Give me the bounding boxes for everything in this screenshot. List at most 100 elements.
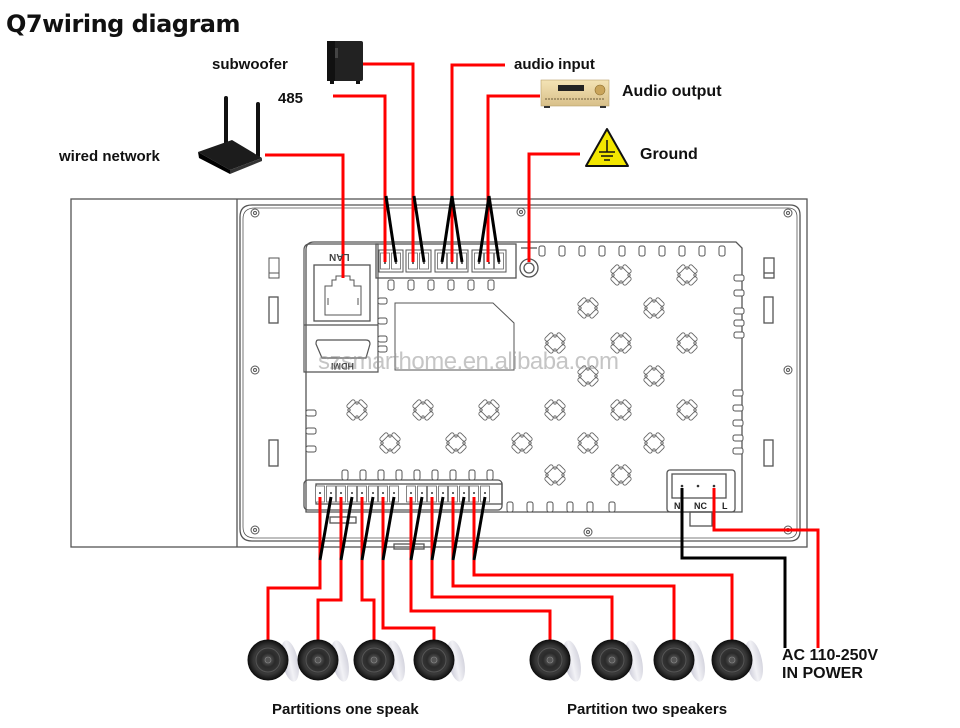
edge-tab (733, 331, 745, 339)
terminal-pin-dot (361, 492, 363, 494)
vent-slot (577, 297, 587, 307)
edge-tab (598, 245, 606, 257)
terminal-pin-dot (410, 492, 412, 494)
terminal-pin-dot (395, 262, 397, 264)
vent-dot (611, 473, 615, 477)
vent-slot (523, 432, 533, 442)
vent-dot (396, 441, 400, 445)
terminal-pin-dot (461, 262, 463, 264)
speaker-wire-positive (316, 497, 343, 640)
vent-slot (589, 365, 599, 375)
vent-slot (643, 377, 653, 387)
vent-slot (622, 411, 632, 421)
edge-tab (468, 469, 476, 481)
edge-tab (377, 297, 388, 305)
terminal-pin-dot (330, 492, 332, 494)
speaker-partition-one (297, 639, 349, 682)
speaker-wire-positive (451, 497, 676, 640)
speaker-wire-positive (266, 497, 322, 640)
vent-dot (652, 448, 656, 452)
vent-slot (610, 411, 620, 421)
vent-slot (544, 332, 554, 342)
terminal-pin-dot (452, 492, 454, 494)
speaker-partition-one (247, 639, 299, 682)
vent-slot (655, 365, 665, 375)
vent-slot (655, 309, 665, 319)
vent (544, 464, 566, 486)
label-subwoofer: subwoofer (212, 56, 288, 73)
vent-dot (652, 367, 656, 371)
vent-dot (487, 415, 491, 419)
power-pin-dot (696, 484, 700, 488)
terminal-pin-dot (423, 262, 425, 264)
vent-slot (379, 444, 389, 454)
speaker-partition-one (413, 639, 465, 682)
vent (676, 264, 698, 286)
terminal-pin-dot (384, 262, 386, 264)
vent-slot (457, 432, 467, 442)
vent-dot (652, 381, 656, 385)
edge-tab (733, 319, 745, 327)
vent-dot (685, 266, 689, 270)
vent-dot (586, 299, 590, 303)
edge-tab (449, 469, 457, 481)
edge-tab (558, 245, 566, 257)
vent-dot (520, 434, 524, 438)
label-partition-two: Partition two speakers (567, 701, 728, 718)
speaker-wire-negative (339, 496, 354, 561)
edge-tab (467, 279, 475, 291)
vent-slot (457, 444, 467, 454)
wire-power-n (680, 488, 787, 648)
vent-slot (478, 399, 488, 409)
edge-tab (487, 279, 495, 291)
vent-slot (544, 344, 554, 354)
speakers (247, 639, 763, 682)
terminal-pin-dot (372, 492, 374, 494)
vent-slot (412, 411, 422, 421)
ground-warning-icon (585, 128, 629, 167)
terminal-pin-dot (319, 492, 321, 494)
vent-dot (545, 473, 549, 477)
vent-dot (660, 306, 664, 310)
vent-dot (611, 408, 615, 412)
terminal-pins (315, 249, 716, 503)
vent-slot (556, 464, 566, 474)
vent-dot (660, 374, 664, 378)
vent-dot (619, 334, 623, 338)
speaker-dome (728, 656, 736, 664)
vent (643, 432, 665, 454)
vent-dot (421, 401, 425, 405)
speaker-wire-positive (472, 497, 734, 640)
speaker-cone (361, 647, 387, 673)
terminal-pin-dot (473, 492, 475, 494)
edge-tab (608, 501, 616, 513)
router-icon (198, 96, 262, 174)
vent (346, 399, 368, 421)
speaker-partition-one (353, 639, 405, 682)
vent-slot (610, 264, 620, 274)
vent-dot (561, 341, 565, 345)
edge-tab (566, 501, 574, 513)
vent-dot (578, 441, 582, 445)
vent (610, 464, 632, 486)
speaker-cone (255, 647, 281, 673)
edge-tab (538, 245, 546, 257)
edge-tab (359, 469, 367, 481)
vent-dot (520, 448, 524, 452)
vent-slot (622, 276, 632, 286)
speaker-cone (599, 647, 625, 673)
speaker-wire-negative (451, 496, 466, 561)
vent-slot (643, 432, 653, 442)
vent-slot (688, 344, 698, 354)
vent-slot (610, 344, 620, 354)
vent-slot (523, 444, 533, 454)
edge-tab (618, 245, 626, 257)
vent-dot (594, 441, 598, 445)
vent-dot (528, 441, 532, 445)
terminal-pin-dot (441, 262, 443, 264)
speaker-cone (661, 647, 687, 673)
edge-tab (718, 245, 726, 257)
vent-dot (553, 466, 557, 470)
vent-dot (578, 306, 582, 310)
vent-slot (577, 377, 587, 387)
